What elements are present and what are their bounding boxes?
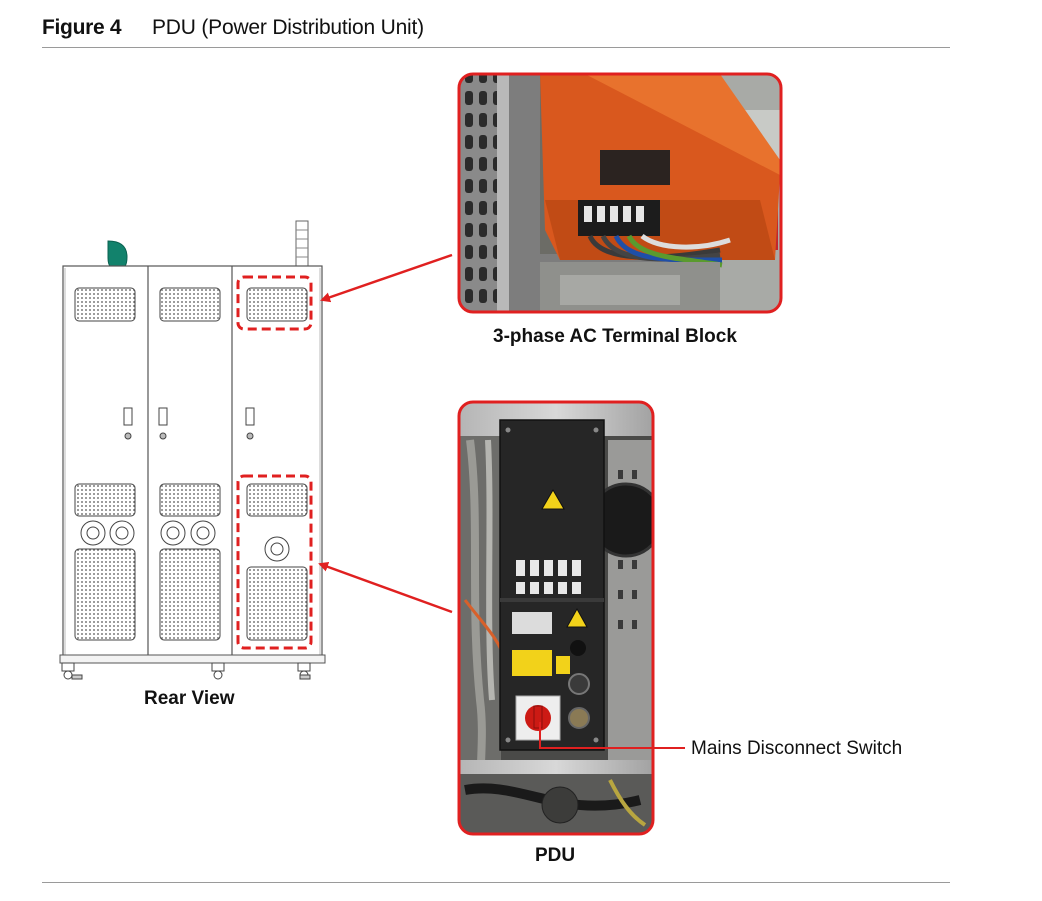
vent-upper-right (247, 288, 307, 321)
vent-middle-middle (160, 484, 220, 516)
vent-lower-middle (160, 549, 220, 640)
mains-switch-label: Mains Disconnect Switch (691, 738, 902, 760)
vent-upper-left (75, 288, 135, 321)
door-handle-icon (124, 408, 132, 439)
terminal-block-callout-arrow (322, 255, 452, 300)
caster (298, 663, 310, 679)
pdu-callout-arrow (320, 564, 452, 612)
door-handle-icon (246, 408, 254, 439)
terminal-block-label: 3-phase AC Terminal Block (493, 326, 737, 348)
terminal-block-photo (459, 74, 781, 312)
vent-lower-right (247, 567, 307, 640)
bottom-rule (42, 882, 950, 883)
vent-middle-right (247, 484, 307, 516)
fan-icon (265, 537, 289, 561)
pdu-label: PDU (535, 845, 575, 867)
vent-middle-left (75, 484, 135, 516)
rear-view-cabinet (60, 221, 325, 679)
cable-guide (296, 221, 308, 266)
pdu-photo (459, 402, 662, 834)
door-handle-icon (159, 408, 167, 439)
vent-lower-left (75, 549, 135, 640)
vent-upper-middle (160, 288, 220, 321)
rear-view-label: Rear View (144, 688, 234, 710)
caster (212, 663, 224, 679)
caster (62, 663, 82, 679)
